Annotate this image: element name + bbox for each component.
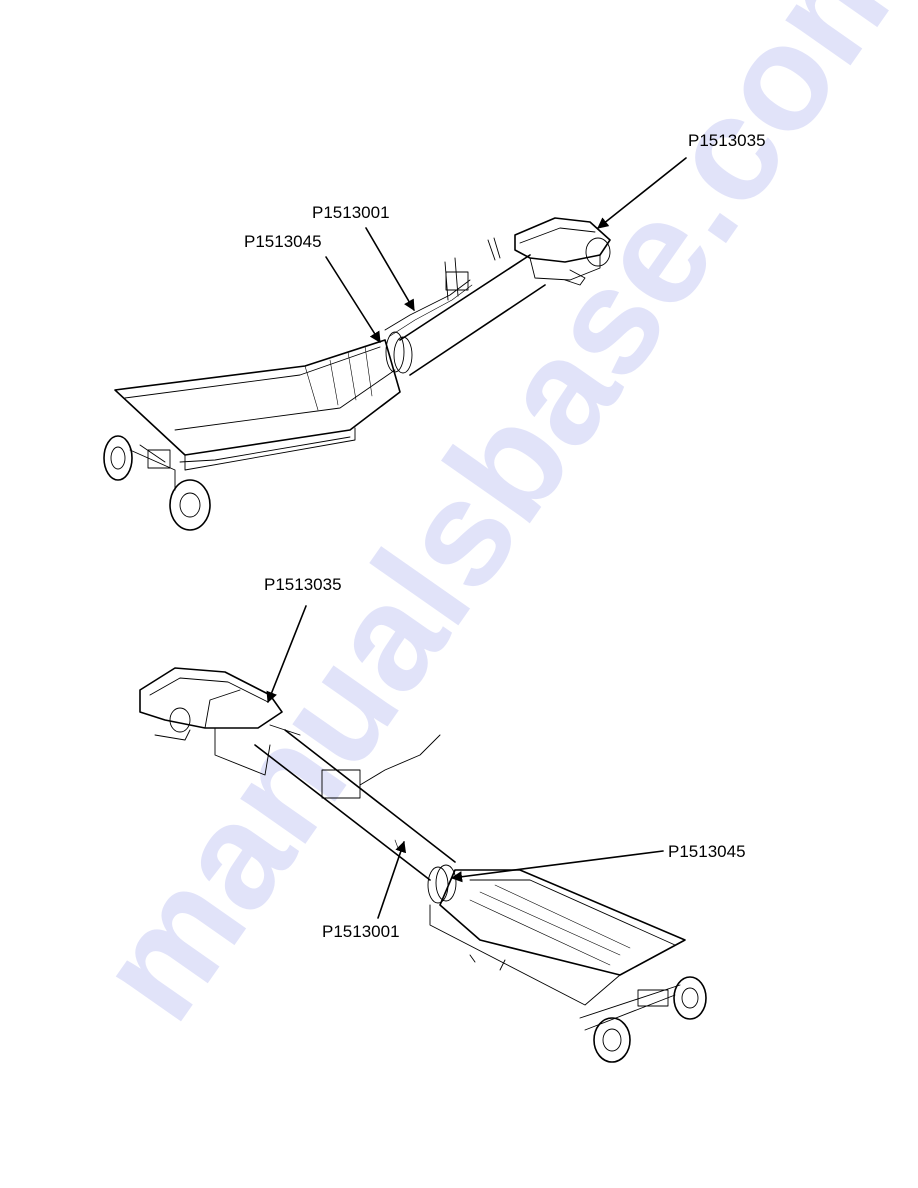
leader-arrow [365,227,415,311]
leader-arrow [325,256,381,343]
top-hopper [114,339,401,471]
bottom-wheels [579,976,707,1063]
bottom-callouts: P1513035 P1513045 P1513001 [264,575,746,941]
top-callouts: P1513035 P1513001 P1513045 [244,131,766,343]
callout-label: P1513001 [322,922,400,941]
watermark: manualsbase.com [64,0,918,1048]
callout-label: P1513045 [244,232,322,251]
callout-label: P1513035 [688,131,766,150]
bottom-hopper [427,864,686,1006]
callout-label: P1513045 [668,842,746,861]
callout-label: P1513035 [264,575,342,594]
leader-arrow [266,605,307,704]
callout-label: P1513001 [312,203,390,222]
leader-arrow [377,840,407,919]
bottom-discharge-spout [139,667,301,776]
svg-text:manualsbase.com: manualsbase.com [64,0,918,1048]
top-discharge-spout [514,217,611,286]
leader-arrow [450,850,664,883]
top-wheels [103,435,211,531]
top-auger-tube [384,237,546,376]
bottom-auger-tube [254,729,456,881]
leader-arrow [597,157,687,229]
top-auger-assembly [103,217,611,531]
